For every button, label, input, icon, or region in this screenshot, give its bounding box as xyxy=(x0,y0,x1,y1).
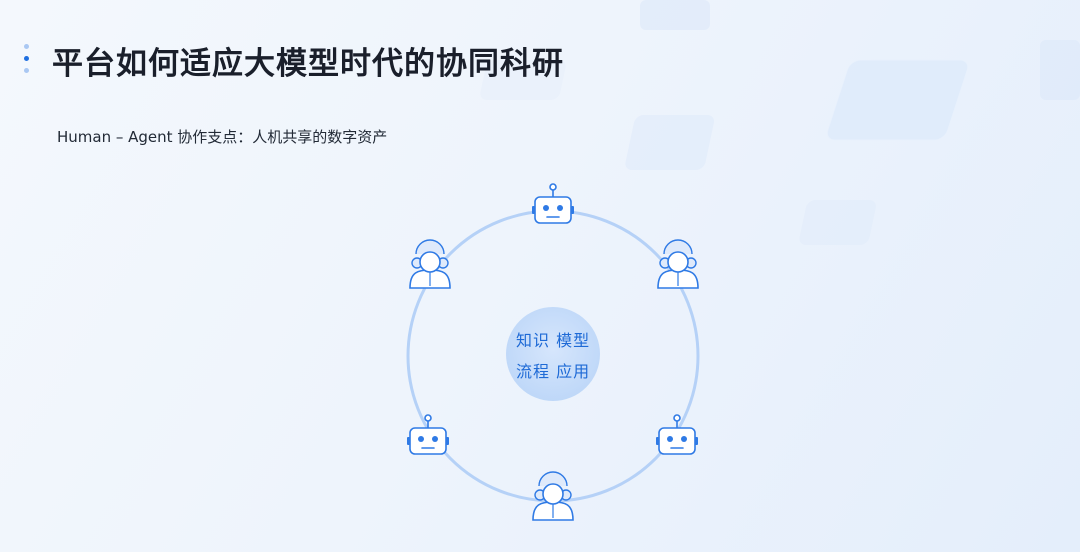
center-hub xyxy=(506,307,600,401)
center-label-line1: 知识 模型 xyxy=(516,331,591,350)
node-lower-right-robot-icon xyxy=(655,414,699,455)
node-top-robot-icon xyxy=(531,183,575,224)
node-upper-right-person-icon xyxy=(657,239,699,289)
node-lower-left-robot-icon xyxy=(406,414,450,455)
page-title: 平台如何适应大模型时代的协同科研 xyxy=(52,46,564,82)
title-marker xyxy=(24,44,30,76)
node-upper-left-person-icon xyxy=(409,239,451,289)
node-bottom-person-icon xyxy=(532,471,574,521)
center-label-line2: 流程 应用 xyxy=(516,362,591,381)
page-subtitle: Human – Agent 协作支点：人机共享的数字资产 xyxy=(57,128,388,146)
